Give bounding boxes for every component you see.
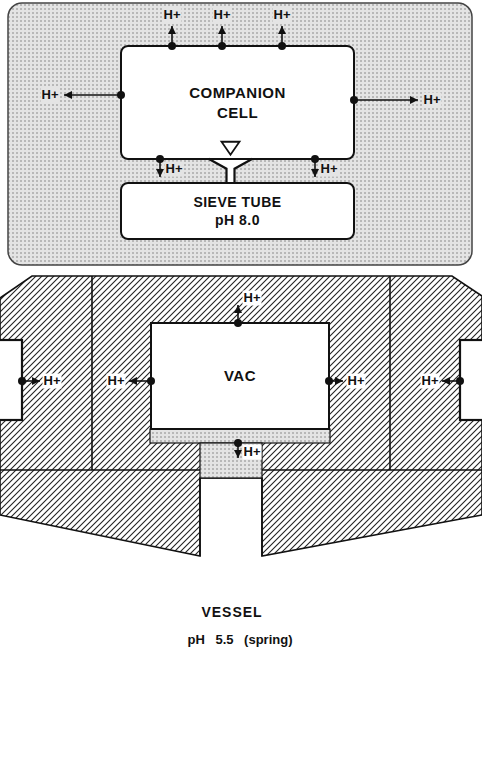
- proton-pump: [18, 377, 26, 385]
- wall-boundary: [0, 276, 482, 556]
- vessel-label: VESSEL: [200, 604, 263, 620]
- cell-fill: [150, 322, 330, 430]
- cell-label: COMPANION CELL: [178, 83, 298, 122]
- pit-channel: [200, 443, 262, 478]
- proton-label: H+: [107, 374, 126, 389]
- cell-label: SIEVE TUBE: [193, 193, 281, 211]
- cell-box: SIEVE TUBEpH 8.0: [120, 182, 355, 240]
- cell-box: COMPANION CELL: [120, 45, 355, 160]
- vacuole-box: VAC: [150, 322, 330, 430]
- proton-label: H+: [243, 291, 262, 306]
- proton-label: H+: [320, 162, 339, 177]
- proton-label: H+: [165, 162, 184, 177]
- panels: [0, 3, 482, 556]
- proton-flux-arrow: [64, 94, 121, 96]
- proton-pump: [234, 439, 242, 447]
- proton-label: H+: [421, 374, 440, 389]
- connector-fills: [209, 142, 253, 184]
- proton-pump: [456, 377, 464, 385]
- plasmodesma-channel: [209, 159, 253, 184]
- cell-fill: [120, 182, 355, 240]
- proton-label: H+: [43, 374, 62, 389]
- proton-label: H+: [347, 374, 366, 389]
- proton-label: H+: [273, 8, 292, 23]
- proton-label: H+: [243, 445, 262, 460]
- cell-fill: [120, 45, 355, 160]
- proton-label: H+: [213, 8, 232, 23]
- pumps: [18, 26, 464, 458]
- plasmodesma-connector: [209, 159, 253, 184]
- cell-label: pH 8.0: [215, 211, 260, 229]
- cell-wall: [0, 276, 482, 556]
- cell-label: VAC: [224, 366, 256, 386]
- pore-triangle: [222, 142, 240, 155]
- proton-label: H+: [163, 8, 182, 23]
- phloem-panel: [8, 3, 472, 265]
- proton-label: H+: [41, 88, 60, 103]
- proton-flux-arrow: [354, 99, 418, 101]
- proton-label: H+: [423, 93, 442, 108]
- box-fills: [120, 45, 355, 478]
- vessel-label: pH 5.5 (spring): [186, 633, 293, 648]
